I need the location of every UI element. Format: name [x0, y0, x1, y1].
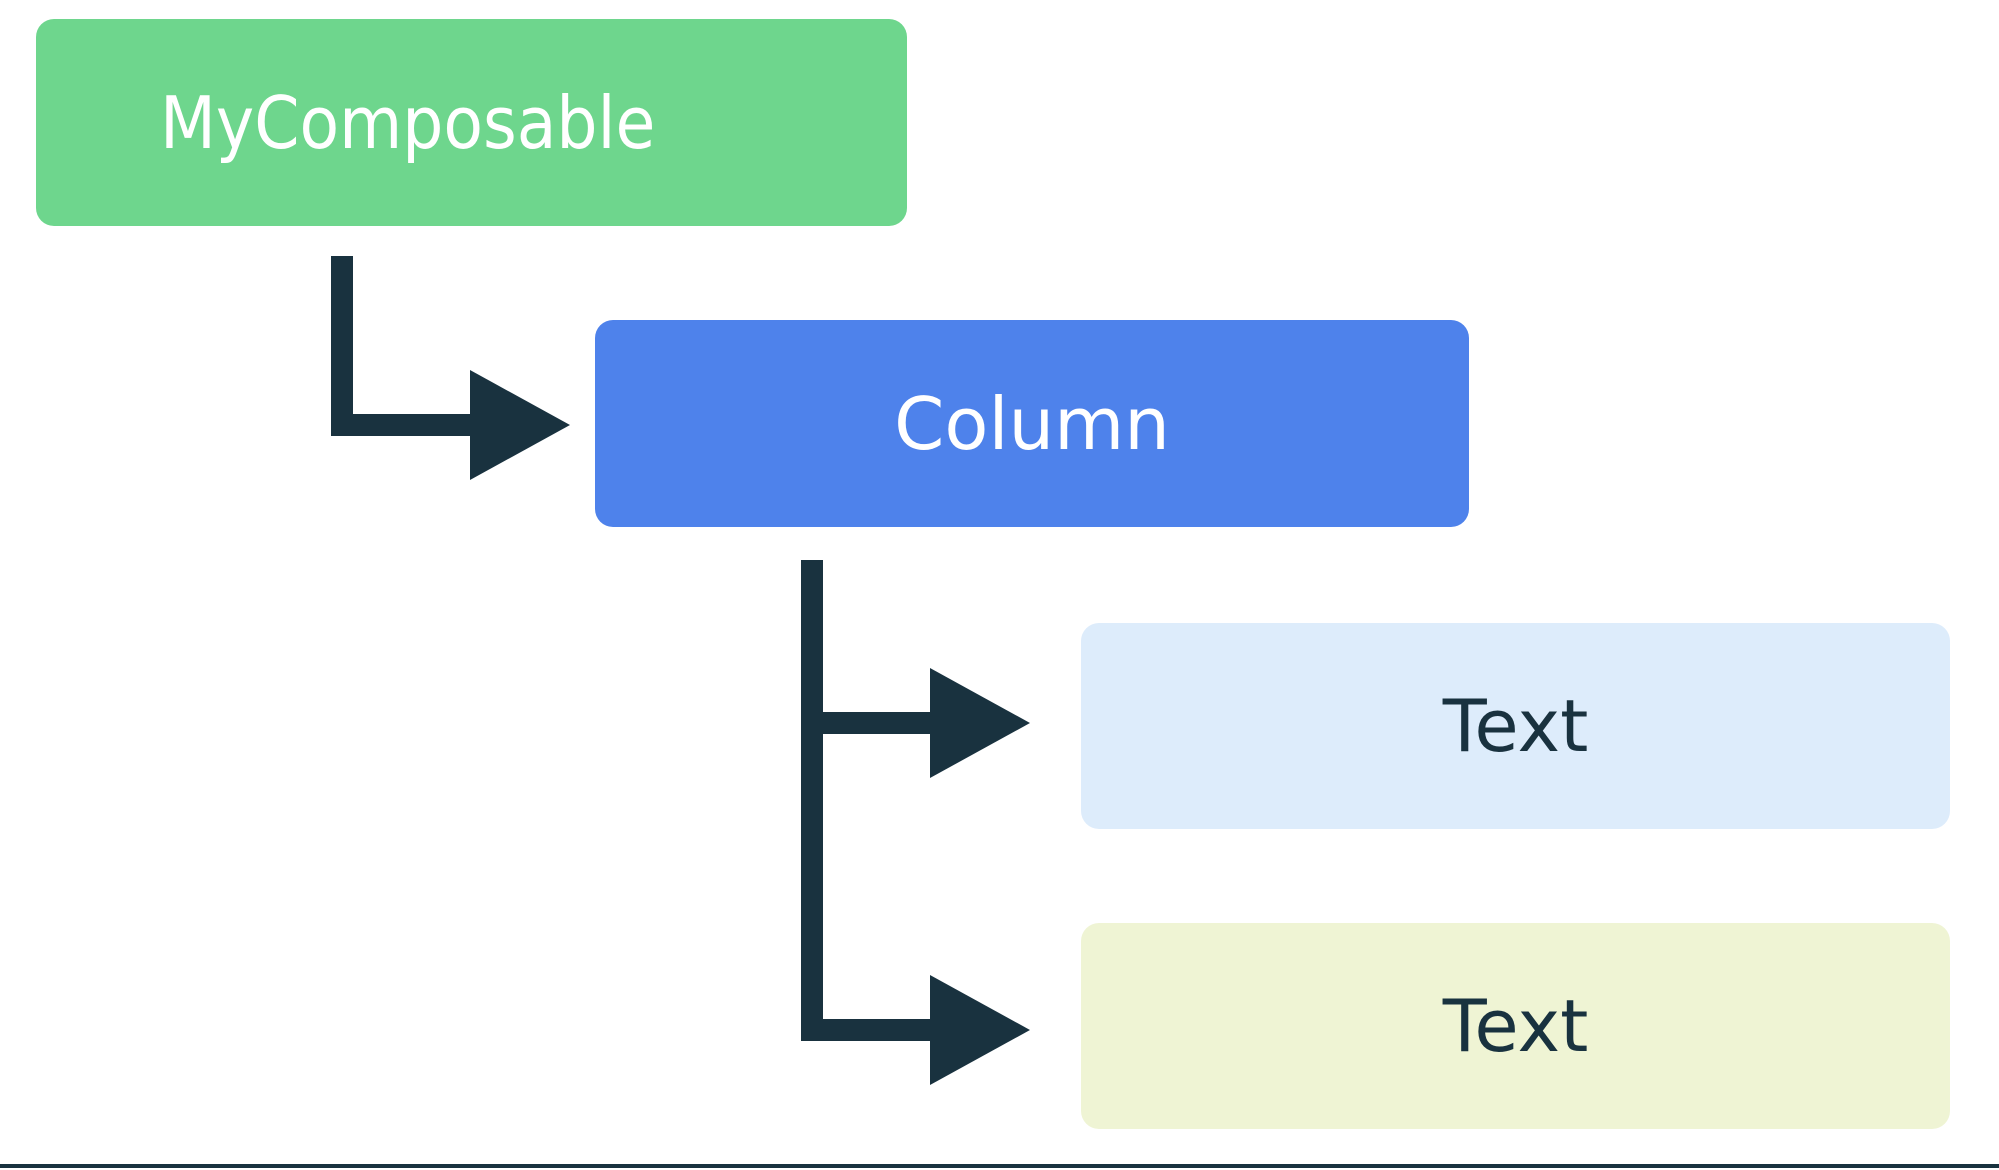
node-text-second-label: Text — [1442, 984, 1589, 1068]
node-my-composable-label: MyComposable — [160, 80, 656, 165]
edge-root-to-column — [331, 256, 570, 480]
edge-column-to-text-2 — [801, 560, 1030, 1085]
node-text-second[interactable]: Text — [1081, 923, 1950, 1129]
arrowhead-icon — [930, 975, 1030, 1085]
edge-column-to-text-1 — [801, 560, 1030, 778]
arrowhead-icon — [470, 370, 570, 480]
node-column[interactable]: Column — [595, 320, 1469, 527]
node-text-first-label: Text — [1442, 684, 1589, 768]
node-column-label: Column — [894, 381, 1170, 466]
bottom-divider — [0, 1164, 1999, 1168]
arrowhead-icon — [930, 668, 1030, 778]
node-my-composable[interactable]: MyComposable — [36, 19, 907, 226]
node-text-first[interactable]: Text — [1081, 623, 1950, 829]
